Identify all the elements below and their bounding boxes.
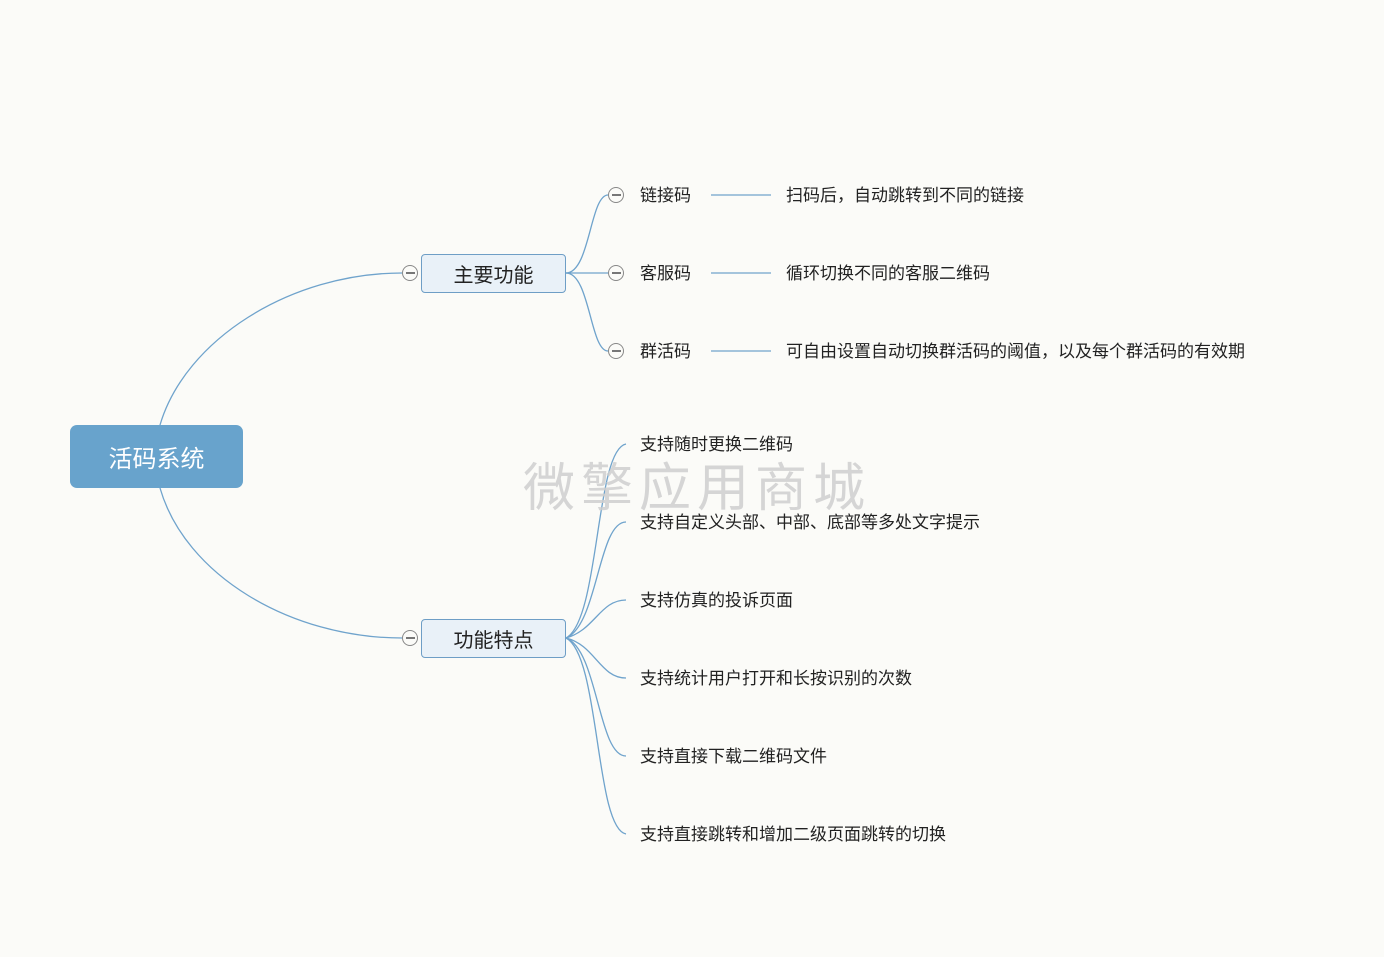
node-feature-6[interactable]: 支持直接跳转和增加二级页面跳转的切换 [640,825,946,845]
connector-feature-2 [565,521,627,639]
collapse-main-functions-icon[interactable] [402,265,418,281]
node-link-code-detail[interactable]: 扫码后，自动跳转到不同的链接 [786,186,1024,206]
connector-feature-4 [565,637,627,679]
node-feature-2[interactable]: 支持自定义头部、中部、底部等多处文字提示 [640,513,980,533]
collapse-service-code-icon[interactable] [608,265,624,281]
node-feature-4[interactable]: 支持统计用户打开和长按识别的次数 [640,669,912,689]
node-feature-1[interactable]: 支持随时更换二维码 [640,435,793,455]
connector-main-to-group-code [565,272,609,352]
collapse-group-code-icon[interactable] [608,343,624,359]
connector-feature-6 [565,637,627,835]
node-link-code[interactable]: 链接码 [640,186,691,206]
connector-root-to-features [159,487,403,639]
node-feature-3[interactable]: 支持仿真的投诉页面 [640,591,793,611]
branch-features[interactable]: 功能特点 [421,619,566,658]
node-group-code[interactable]: 群活码 [640,342,691,362]
node-service-code-detail[interactable]: 循环切换不同的客服二维码 [786,264,990,284]
node-service-code[interactable]: 客服码 [640,264,691,284]
connector-feature-3 [565,599,627,639]
connector-root-to-main-functions [159,272,403,426]
connector-feature-1 [565,443,627,639]
collapse-link-code-icon[interactable] [608,187,624,203]
branch-main-functions[interactable]: 主要功能 [421,254,566,293]
connector-feature-5 [565,637,627,757]
connector-main-to-link-code [565,194,609,274]
node-group-code-detail[interactable]: 可自由设置自动切换群活码的阈值，以及每个群活码的有效期 [786,342,1245,362]
root-node[interactable]: 活码系统 [70,425,243,488]
collapse-features-icon[interactable] [402,630,418,646]
node-feature-5[interactable]: 支持直接下载二维码文件 [640,747,827,767]
